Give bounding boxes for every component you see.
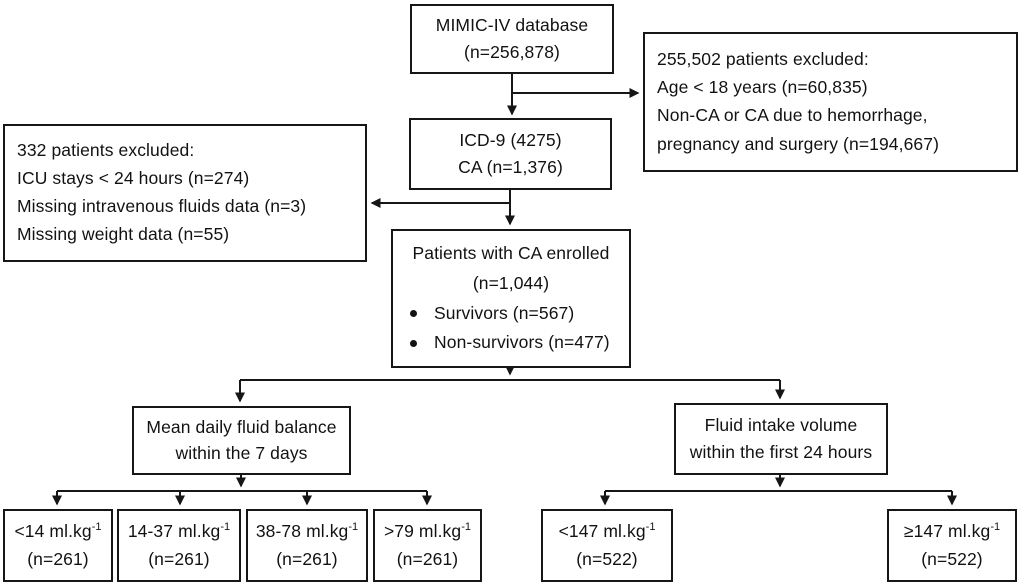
box-mean-daily-fluid-balance: Mean daily fluid balance within the 7 da… (132, 406, 351, 475)
bin-count: (n=261) (396, 548, 459, 569)
superscript: -1 (91, 521, 102, 534)
exclusion-line: 332 patients excluded: (17, 140, 195, 161)
superscript: -1 (990, 521, 1001, 534)
bin-count: (n=261) (27, 548, 89, 569)
bullet-label: Survivors (n=567) (434, 302, 575, 323)
box-excluded-left: 332 patients excluded: ICU stays < 24 ho… (3, 124, 367, 262)
bullet-survivors: Survivors (n=567) (397, 302, 625, 323)
superscript: -1 (220, 521, 231, 534)
box-bin-gt79: >79 ml.kg-1 (n=261) (373, 509, 482, 582)
superscript: -1 (645, 521, 656, 534)
box-excluded-right: 255,502 patients excluded: Age < 18 year… (643, 32, 1018, 172)
box-bin-38-78: 38-78 ml.kg-1 (n=261) (246, 509, 368, 582)
exclusion-line: Age < 18 years (n=60,835) (657, 77, 868, 98)
box-bin-lt14: <14 ml.kg-1 (n=261) (3, 509, 113, 582)
bin-count: (n=261) (148, 548, 210, 569)
box-title-line2: within the first 24 hours (689, 441, 873, 462)
bin-count: (n=522) (921, 548, 983, 569)
box-bin-lt147: <147 ml.kg-1 (n=522) (541, 509, 673, 582)
bin-range: 38-78 ml.kg-1 (255, 521, 359, 541)
box-title-line2: within the 7 days (175, 442, 308, 463)
exclusion-line: Missing intravenous fluids data (n=3) (17, 196, 307, 217)
box-count: (n=1,044) (472, 272, 550, 293)
exclusion-line: ICU stays < 24 hours (n=274) (17, 168, 250, 189)
box-bin-14-37: 14-37 ml.kg-1 (n=261) (117, 509, 241, 582)
exclusion-line: Non-CA or CA due to hemorrhage, (657, 105, 928, 126)
bin-range: ≥147 ml.kg-1 (903, 521, 1001, 541)
box-title: ICD-9 (4275) (459, 129, 562, 150)
bullet-icon (410, 339, 417, 347)
superscript: -1 (348, 521, 359, 534)
bullet-non-survivors: Non-survivors (n=477) (397, 334, 625, 352)
bin-range: 14-37 ml.kg-1 (127, 521, 231, 541)
exclusion-line: pregnancy and surgery (n=194,667) (657, 133, 940, 154)
box-title: Patients with CA enrolled (412, 243, 610, 264)
bullet-icon (410, 309, 417, 317)
box-title: Mean daily fluid balance (146, 416, 337, 437)
bin-range: <147 ml.kg-1 (558, 521, 656, 541)
box-fluid-intake-volume: Fluid intake volume within the first 24 … (674, 403, 888, 475)
bin-range: <14 ml.kg-1 (14, 521, 102, 541)
exclusion-line: Missing weight data (n=55) (17, 224, 230, 245)
box-icd9-ca: ICD-9 (4275) CA (n=1,376) (409, 118, 612, 190)
box-bin-gte147: ≥147 ml.kg-1 (n=522) (887, 509, 1017, 582)
box-mimic-database: MIMIC-IV database (n=256,878) (410, 4, 614, 74)
box-count: (n=256,878) (464, 41, 560, 62)
bin-count: (n=261) (276, 548, 338, 569)
box-title: MIMIC-IV database (435, 15, 589, 35)
box-title: Fluid intake volume (704, 414, 858, 435)
superscript: -1 (461, 521, 472, 534)
bullet-label: Non-survivors (n=477) (434, 332, 610, 353)
exclusion-line: 255,502 patients excluded: (657, 48, 869, 69)
bin-range: >79 ml.kg-1 (383, 521, 472, 541)
bin-count: (n=522) (576, 548, 638, 569)
box-count: CA (n=1,376) (458, 156, 563, 177)
box-enrolled: Patients with CA enrolled (n=1,044) Surv… (391, 229, 631, 368)
